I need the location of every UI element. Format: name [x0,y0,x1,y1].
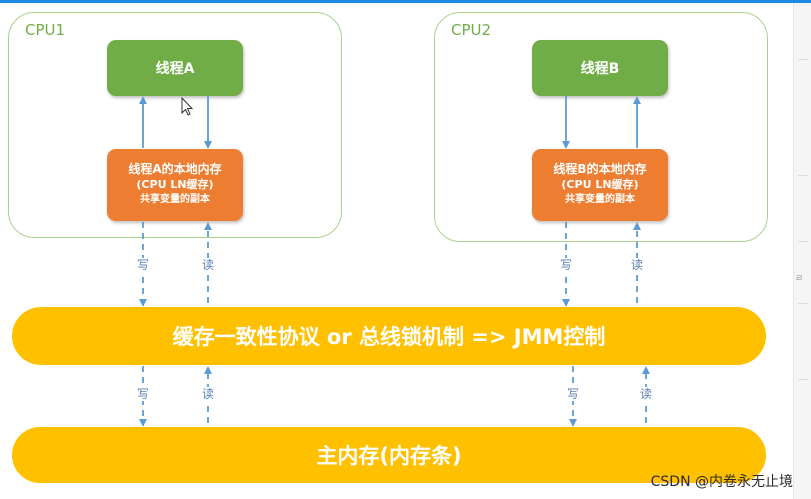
thread-b-box: 线程B [532,40,668,96]
cpu1-read-label: 读 [202,258,215,272]
cpu2-bus-read-label: 读 [640,387,653,401]
thread-b-local-memory: 线程B的本地内存 (CPU LN缓存) 共享变量的副本 [532,149,668,221]
cpu1-bus-read-label: 读 [202,387,215,401]
cpu2-read-label: 读 [631,258,644,272]
cpu1-label: CPU1 [25,21,66,39]
thread-a-memory-copy: 共享变量的副本 [140,194,210,205]
thread-a-local-memory: 线程A的本地内存 (CPU LN缓存) 共享变量的副本 [107,149,243,221]
csdn-watermark: CSDN @内卷永无止境 [650,474,793,490]
window-top-bar [0,0,811,3]
cpu1-bus-write-label: 写 [137,387,150,401]
main-memory-bar: 主内存(内存条) [12,427,766,483]
thread-a-memory-cache: (CPU LN缓存) [136,178,214,191]
cpu2-write-label: 写 [560,258,573,272]
thread-a-memory-title: 线程A的本地内存 [128,162,222,176]
cpu2-bus-write-label: 写 [567,387,580,401]
thread-b-memory-title: 线程B的本地内存 [553,162,647,176]
thread-b-memory-cache: (CPU LN缓存) [561,178,639,191]
thread-b-memory-copy: 共享变量的副本 [565,194,635,205]
thread-a-box: 线程A [107,40,243,96]
cpu2-label: CPU2 [451,21,492,39]
cpu1-write-label: 写 [137,258,150,272]
side-panel-edge: ㄹ [793,3,811,499]
mouse-cursor-icon [181,97,194,116]
cache-coherence-protocol-bar: 缓存一致性协议 or 总线锁机制 => JMM控制 [12,307,766,365]
